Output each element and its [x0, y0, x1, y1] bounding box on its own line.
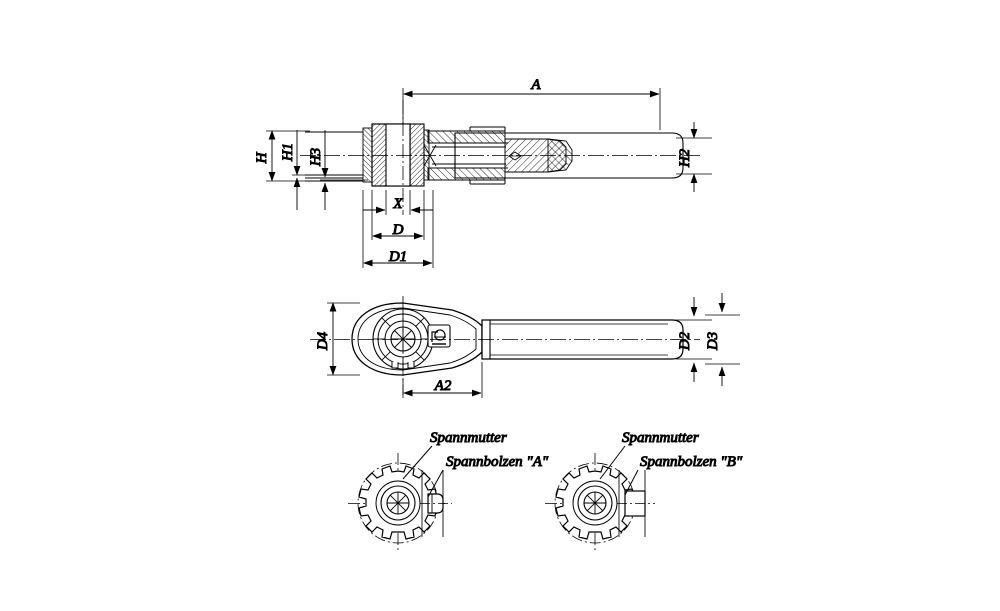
detail-view-a: Spannmutter Spannbolzen "A"	[348, 430, 549, 553]
dimension-label-A: A	[530, 77, 541, 93]
dimension-label-X: X	[392, 196, 403, 212]
detail-a-projection-lines	[421, 470, 444, 537]
pin-symbol	[508, 151, 522, 161]
side-section-view: A H H1 H3 H2 X D D1	[254, 77, 712, 268]
dimension-label-H3: H3	[308, 148, 324, 167]
dimension-D3	[705, 293, 740, 386]
head-flange-right-hatch	[409, 123, 425, 187]
detail-b-leaders	[599, 445, 639, 496]
ratchet-head-inner-outline	[357, 307, 477, 371]
detail-b-projection-lines	[618, 470, 646, 537]
dimension-label-D: D	[392, 222, 404, 238]
collar-hatch-lower	[427, 167, 506, 181]
collar-hatch-upper	[427, 130, 506, 144]
dimension-H3	[320, 130, 368, 210]
detail-view-b: Spannmutter Spannbolzen "B"	[545, 430, 743, 553]
dimension-H1	[292, 130, 340, 210]
detail-a-bolt-label: Spannbolzen "A"	[446, 454, 549, 470]
head-flange-left-hatch	[371, 123, 387, 187]
dimension-label-A2: A2	[434, 378, 452, 394]
dimension-label-H: H	[254, 151, 270, 164]
dimension-label-D4: D4	[315, 331, 331, 351]
detail-a-nut-label: Spannmutter	[430, 430, 507, 446]
detail-a-leaders	[402, 445, 444, 498]
dimension-D4	[327, 302, 360, 376]
detail-b-nut-label: Spannmutter	[622, 430, 699, 446]
plan-handle-inner-lines	[490, 323, 668, 356]
dimension-D2	[676, 297, 712, 382]
dimension-label-D3: D3	[705, 332, 721, 351]
dimension-H2	[676, 122, 712, 192]
detail-a-clamping-nut	[358, 465, 438, 540]
plan-view: D4 D2 D3 A2	[310, 293, 740, 398]
dimension-label-D2: D2	[677, 331, 693, 351]
dimension-D	[371, 190, 425, 240]
dimension-H	[266, 130, 310, 182]
head-bore	[385, 123, 411, 187]
dimension-A2	[402, 362, 483, 398]
pawl-recesses	[391, 362, 415, 369]
dimension-label-H1: H1	[280, 143, 296, 162]
switch-badge[interactable]	[427, 324, 451, 348]
head-outer-lip-hatch	[362, 127, 373, 183]
detail-b-clamping-nut	[555, 465, 635, 540]
dimension-label-H2: H2	[677, 148, 693, 168]
detail-b-bolt-label: Spannbolzen "B"	[640, 454, 743, 470]
dimension-D1	[362, 190, 434, 268]
dimension-X	[363, 190, 433, 215]
head-spacer-hatch	[423, 129, 430, 181]
collar-step-outline	[428, 126, 506, 185]
dimension-label-D1: D1	[388, 249, 407, 265]
